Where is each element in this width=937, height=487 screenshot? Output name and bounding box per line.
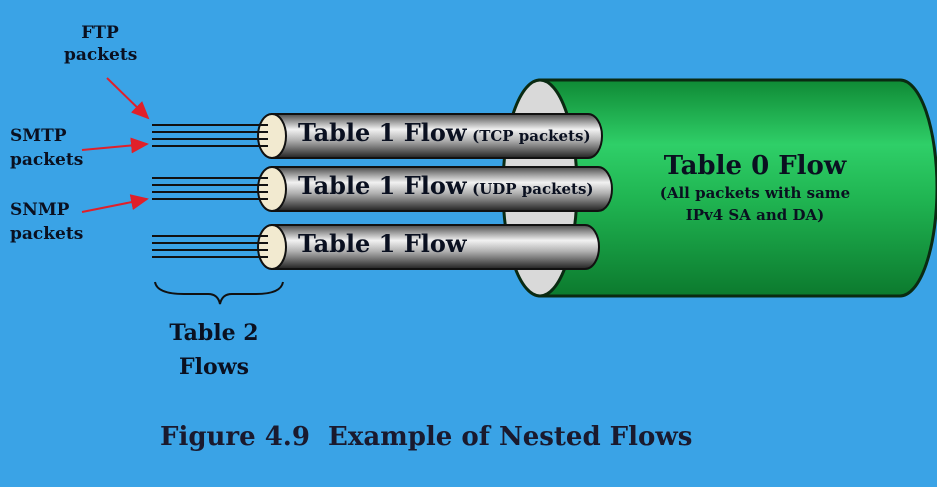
- table0-label: Table 0 Flow (All packets with same IPv4…: [659, 151, 851, 224]
- snmp-arrow: [81, 194, 149, 213]
- table2-flow-lines: [152, 124, 268, 258]
- pipe-1-body: [271, 113, 603, 159]
- pipe-2-label: Table 1 Flow (UDP packets): [298, 171, 594, 200]
- pipe-3-label: Table 1 Flow: [298, 229, 467, 258]
- pipe-3-mouth: [257, 224, 287, 270]
- packet-arrows: [81, 77, 150, 213]
- smtp-label: SMTP packets: [10, 126, 84, 170]
- pipe-3-body: [271, 224, 600, 270]
- ftp-arrow: [106, 77, 150, 120]
- figure-caption: Figure 4.9 Example of Nested Flows: [160, 422, 693, 452]
- pipe-2-mouth: [257, 166, 287, 212]
- table2-brace: [154, 281, 284, 305]
- pipe-1-mouth: [257, 113, 287, 159]
- snmp-label: SNMP packets: [10, 200, 84, 244]
- table2-label: Table 2 Flows: [169, 320, 259, 380]
- pipe-2-body: [271, 166, 613, 212]
- pipe-1-label: Table 1 Flow (TCP packets): [298, 118, 591, 147]
- smtp-arrow: [81, 137, 149, 154]
- ftp-label: FTP packets: [64, 23, 138, 65]
